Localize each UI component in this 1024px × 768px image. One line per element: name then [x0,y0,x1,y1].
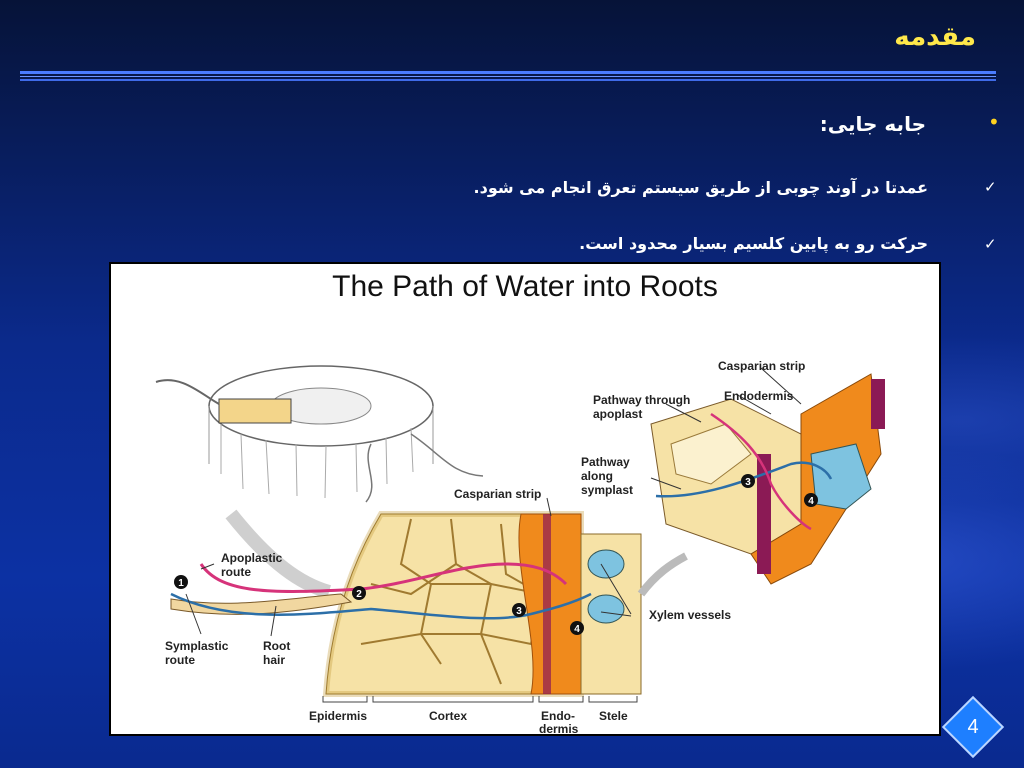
bullet-dot-icon: • [988,110,1000,134]
symplastic-route-label-1: Symplastic [165,639,229,653]
svg-text:4: 4 [574,624,580,635]
svg-text:1: 1 [178,578,184,589]
figure-title: The Path of Water into Roots [332,270,718,303]
xylem-vessels-label: Xylem vessels [649,608,731,622]
root-hair-label-1: Root [263,639,290,653]
root-diagram: 1 2 3 4 3 4 Casparian strip Endodermis P… [155,359,885,734]
checkmark-icon: ✓ [984,178,997,196]
endodermis-region-label-1: Endo- [541,709,575,723]
apoplast-pathway-label-1: Pathway through [593,393,690,407]
point-2: حرکت رو به پایین کلسیم بسیار محدود است. [579,234,928,253]
checkmark-icon: ✓ [984,235,997,253]
route-markers: 1 2 3 4 3 4 [174,474,818,635]
stele-label: Stele [599,709,628,723]
endodermis-label: Endodermis [724,389,794,403]
apoplastic-route-label-1: Apoplastic [221,551,283,565]
cortex-label: Cortex [429,709,467,723]
svg-text:3: 3 [745,477,751,488]
symplastic-route-label-2: route [165,653,195,667]
apoplast-pathway-label-2: apoplast [593,407,642,421]
slide-title: مقدمه [894,22,976,52]
symplast-pathway-label-2: along [581,469,613,483]
apoplastic-route-label-2: route [221,565,251,579]
point-1: عمدتا در آوند چوبی از طریق سیستم تعرق ان… [473,178,928,197]
svg-text:2: 2 [356,589,362,600]
endodermis-detail [650,373,885,585]
page-number: 4 [967,716,979,738]
svg-text:4: 4 [808,496,814,507]
root-hair-label-2: hair [263,653,285,667]
title-divider-lower [20,79,996,81]
casparian-strip-label: Casparian strip [718,359,805,373]
epidermis-label: Epidermis [309,709,367,723]
apoplastic-route [199,562,568,593]
root-water-path-figure: The Path of Water into Roots [109,262,941,736]
symplast-pathway-label-1: Pathway [581,455,630,469]
title-divider-thin [20,76,996,77]
symplastic-route [170,592,592,620]
tissue-cells [322,511,642,697]
root-cross-section-illustration [155,365,484,599]
symplast-pathway-label-3: symplast [581,483,633,497]
svg-text:3: 3 [516,606,522,617]
title-divider [20,71,996,74]
bullet-heading: جابه جایی: [819,112,926,136]
endodermis-region-label-2: dermis [539,722,579,734]
casparian-strip-mid-label: Casparian strip [454,487,541,501]
